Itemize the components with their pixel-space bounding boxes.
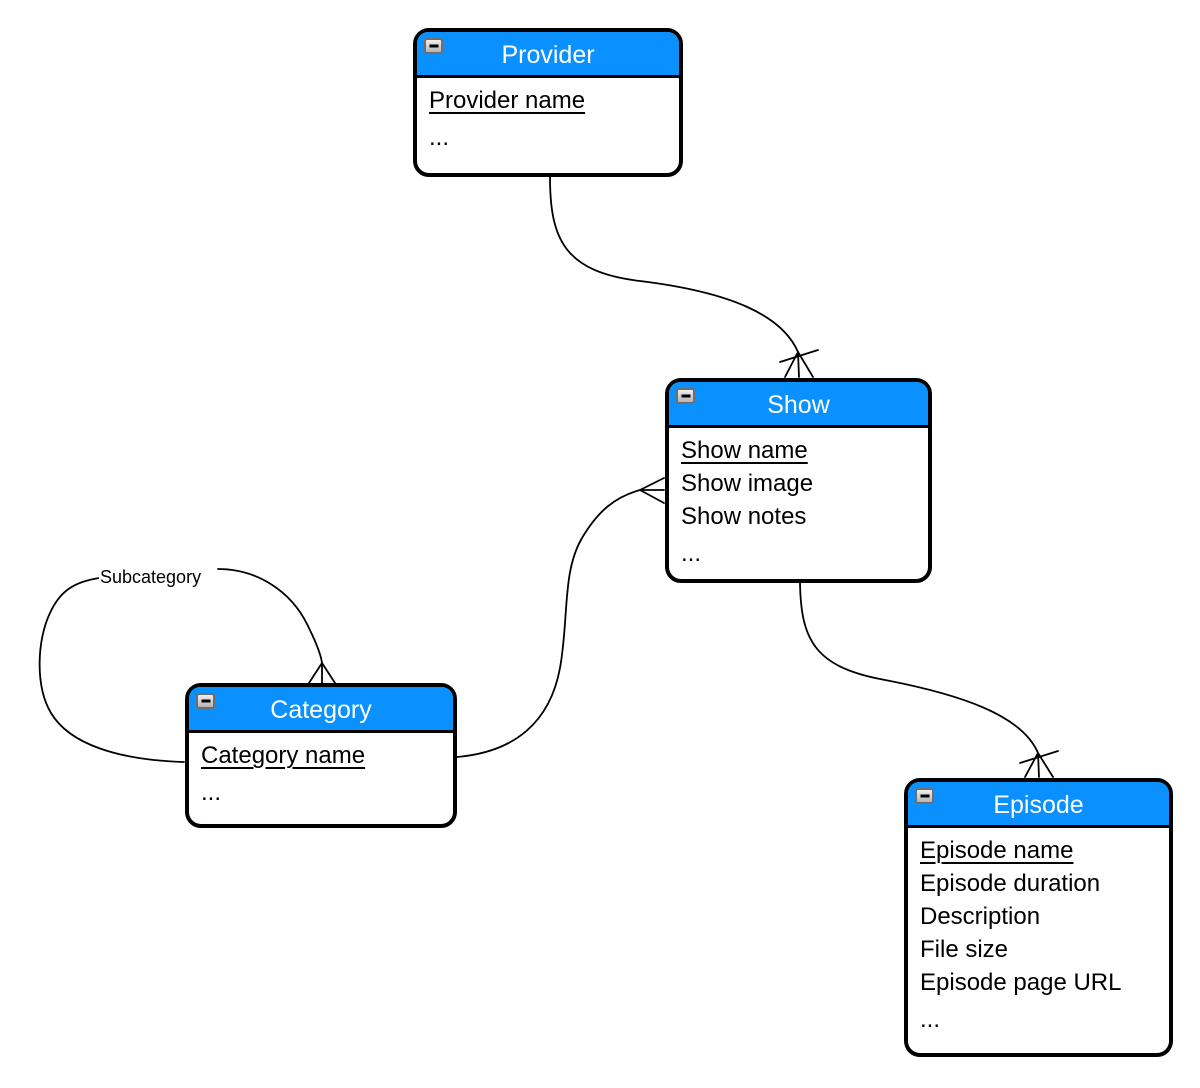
connector-line[interactable]: [799, 582, 1039, 754]
crows-foot-marker: [308, 662, 336, 684]
field-row: Episode duration: [920, 870, 1101, 897]
field-row: Show image: [681, 470, 814, 497]
connector-line[interactable]: [456, 489, 641, 758]
field-row: Episode name: [920, 837, 1074, 864]
field-row: Show name: [681, 437, 808, 464]
field-row: File size: [920, 936, 1009, 963]
minus-glyph: [201, 699, 210, 703]
entity-episode-header[interactable]: Episode: [908, 782, 1169, 828]
entity-provider-fields: Provider name ...: [417, 78, 679, 160]
minus-glyph: [920, 794, 929, 798]
field-row: Show notes: [681, 503, 807, 530]
entity-title: Category: [270, 696, 372, 724]
relationship-show-episode[interactable]: [799, 582, 1059, 778]
entity-show-header[interactable]: Show: [669, 382, 928, 428]
field-row: ...: [681, 540, 702, 567]
connector-line[interactable]: [549, 176, 799, 353]
entity-show-fields: Show name Show image Show notes ...: [669, 428, 928, 576]
field-row: Provider name: [429, 87, 586, 114]
entity-category[interactable]: Category Category name ...: [185, 683, 457, 828]
relationship-provider-show[interactable]: [549, 176, 819, 378]
entity-title: Show: [767, 391, 830, 419]
entity-category-header[interactable]: Category: [189, 687, 453, 733]
entity-episode[interactable]: Episode Episode name Episode duration De…: [904, 778, 1173, 1057]
connector-line[interactable]: [217, 568, 323, 664]
relationship-label-subcategory: Subcategory: [99, 565, 203, 589]
entity-show[interactable]: Show Show name Show image Show notes ...: [665, 378, 932, 583]
collapse-minus-icon[interactable]: [196, 693, 215, 709]
field-row: ...: [429, 124, 450, 151]
entity-title: Provider: [501, 41, 595, 69]
minus-glyph: [681, 394, 690, 398]
collapse-minus-icon[interactable]: [676, 388, 695, 404]
minus-glyph: [429, 44, 438, 48]
crows-foot-marker: [1024, 752, 1054, 778]
field-row: Category name: [201, 742, 366, 769]
field-row: Description: [920, 903, 1041, 930]
collapse-minus-icon[interactable]: [915, 788, 934, 804]
relationship-category-show[interactable]: [456, 477, 665, 758]
connector-line[interactable]: [38, 577, 185, 763]
entity-episode-fields: Episode name Episode duration Descriptio…: [908, 828, 1169, 1042]
entity-category-fields: Category name ...: [189, 733, 453, 815]
entity-title: Episode: [993, 791, 1084, 819]
entity-provider-header[interactable]: Provider: [417, 32, 679, 78]
crows-foot-marker: [784, 351, 814, 378]
entity-provider[interactable]: Provider Provider name ...: [413, 28, 683, 177]
crows-foot-marker: [639, 477, 665, 504]
collapse-minus-icon[interactable]: [424, 38, 443, 54]
field-row: ...: [920, 1006, 941, 1033]
field-row: ...: [201, 779, 222, 806]
relationship-category-subcategory[interactable]: [38, 568, 336, 763]
field-row: Episode page URL: [920, 969, 1122, 996]
